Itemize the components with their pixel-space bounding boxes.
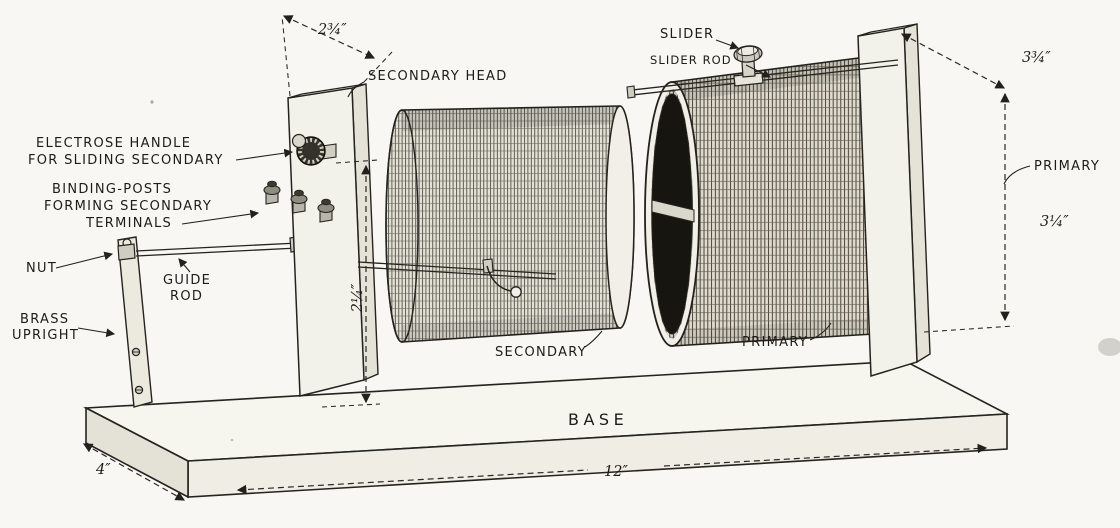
base [83,360,1010,499]
leader-guide-rod [178,258,191,273]
binding-post [263,180,281,205]
post-top [321,198,331,206]
dim-base-length-left-seg [236,469,589,495]
brass-upright [117,236,153,408]
secondary-left-rim [385,109,419,343]
leader-slider [715,39,740,50]
dim-head-depth-value: 2¾″ [317,22,347,38]
label-binding-line2: FORMING SECONDARY [44,199,212,214]
dim-secondary-height-value: 2¼″ [350,283,366,313]
label-binding-line1: BINDING-POSTS [52,182,172,197]
speck [150,100,154,104]
slider [733,45,764,87]
leader-brass-upright [77,327,116,338]
contact-rod-bottom-line [357,266,557,280]
secondary-top-shade [402,106,620,131]
label-slider-rod: SLIDER ROD [650,53,732,67]
primary-bottom-shade [672,318,874,346]
leader-secondary-head [347,81,365,98]
secondary-winding [385,105,635,343]
label-primary-bottom: PRIMARY [742,335,808,350]
post-top [267,180,277,188]
guide-rod-bottom-line [135,247,299,257]
label-nut: NUT [26,261,57,276]
slider-rod-bottom-line [631,64,899,96]
labels: ELECTROSE HANDLE FOR SLIDING SECONDARY B… [12,27,1100,429]
knurl-line [758,48,760,58]
ext-primary-bottom [923,325,1015,333]
dim-primary-head-depth-value: 3¾″ [1022,50,1051,66]
post-top [294,189,304,197]
label-electrose-line1: ELECTROSE HANDLE [36,136,191,151]
label-brass-line2: UPRIGHT [12,328,79,343]
electrose-handle [291,133,337,166]
slider-rod-end-cap [626,85,636,99]
knurl-line [752,47,756,61]
leader-slider-rod [745,64,771,78]
photo-artifacts [150,100,1120,442]
secondary-right-end [605,105,635,329]
handle-cap [291,133,307,149]
contact-rod [357,258,557,298]
ext-head-right [363,51,393,83]
leader-lines [55,39,1031,348]
slider-knob-top [737,45,759,57]
label-binding-line3: TERMINALS [85,216,172,231]
label-brass-line1: BRASS [20,312,69,327]
primary-interior-bar [651,199,695,223]
leader-primary-right [1003,165,1031,185]
leader-nut [55,251,114,269]
label-primary-right: PRIMARY [1034,159,1100,174]
label-guide-line1: GUIDE [163,273,211,288]
dim-base-length-value: 12″ [604,464,628,480]
handle-knurl [298,138,324,164]
knurl-line [736,51,738,61]
knurl-line [741,48,744,62]
secondary-coil [385,105,635,343]
primary-head-upright [857,23,931,378]
label-secondary: SECONDARY [495,345,587,360]
upright-bar [117,236,153,408]
binding-post [317,198,335,223]
right-board-top-edge [857,23,918,37]
leader-binding-posts [181,209,260,225]
head-top-edge [287,83,367,99]
dim-base-depth-value: 4″ [95,462,111,478]
dimension-lines: 2¾″ 3¾″ 3¼″ 2¼″ 12″ 4″ [82,15,1069,501]
ext-secondary-top [335,159,379,164]
primary-coil [644,55,896,347]
leader-electrose-handle [235,148,294,161]
label-guide-line2: ROD [170,289,203,304]
guide-rod-nut-left [117,243,136,261]
contact-clip-wire [486,265,512,292]
binding-posts [263,180,335,223]
guide-rod [117,235,305,261]
primary-open-rim-edge [644,81,700,347]
guide-rod-top-line [135,242,299,252]
dim-base-length-right-seg [663,443,988,467]
contact-rod-sleeve [482,258,494,274]
dim-primary-height-value: 3¼″ [1040,214,1069,230]
leader-primary-bottom [809,322,832,341]
secondary-bottom-shade [402,313,620,342]
ext-head-left [281,15,291,97]
contact-rod-top-line [357,261,557,275]
ext-secondary-bottom [321,403,381,408]
secondary-head-board [287,83,379,397]
label-electrose-line2: FOR SLIDING SECONDARY [28,153,224,168]
contact-clip-ball [510,286,522,298]
smudge [1098,338,1120,356]
dim-base-depth-line [82,443,186,501]
speck [230,438,234,442]
label-secondary-head: SECONDARY HEAD [368,69,508,84]
leader-secondary [584,330,603,348]
label-slider: SLIDER [660,27,714,42]
label-base: BASE [568,410,628,429]
dim-head-depth-line [282,15,376,59]
binding-post [290,189,308,214]
slider-knob [733,45,763,63]
